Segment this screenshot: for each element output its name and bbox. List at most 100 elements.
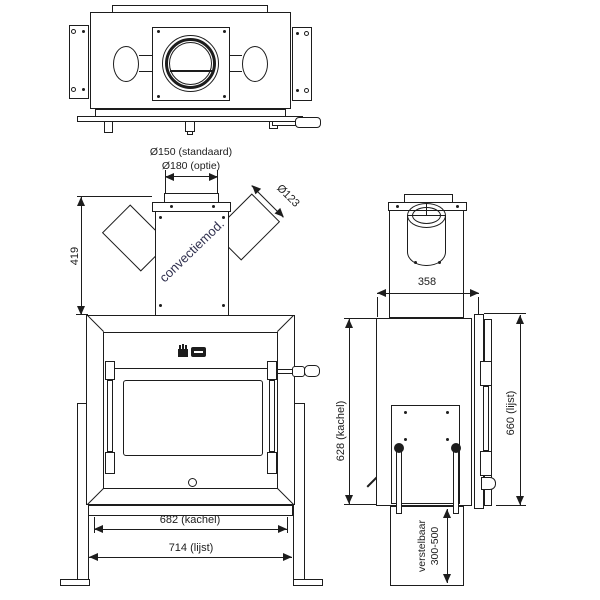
depth-label: 358 — [417, 276, 437, 288]
bolt-dot — [296, 32, 299, 35]
left-hinge-strip — [107, 380, 113, 452]
bolt-dot — [446, 411, 449, 414]
logo-wordmark-slot — [194, 351, 203, 353]
bolt-dot — [159, 216, 162, 219]
bolt-dot — [404, 411, 407, 414]
duct-line — [139, 71, 152, 72]
right-hinge-lower — [267, 452, 277, 474]
duct-line — [230, 55, 242, 56]
bolt-hole — [71, 29, 76, 34]
bolt-dot — [170, 205, 173, 208]
pedestal-dim-line — [447, 509, 448, 583]
stove-height-label: 628 (kachel) — [335, 400, 347, 462]
extension-line — [165, 170, 166, 194]
pedestal-label: verstelbaar 300-500 — [416, 506, 442, 586]
side-hinge-strip — [483, 386, 489, 451]
dim-arrow — [283, 553, 292, 561]
side-handle-hub — [481, 477, 496, 490]
bolt-dot — [222, 216, 225, 219]
flue-opening-outer-ring — [162, 35, 219, 92]
bolt-dot — [223, 30, 226, 33]
brand-logo — [177, 344, 207, 358]
damper-handle-rod — [272, 121, 296, 126]
extension-line — [478, 297, 479, 314]
frame-inner — [103, 332, 278, 489]
dim-arrow — [345, 319, 353, 328]
side-mounting-plate — [391, 405, 460, 504]
extension-line — [377, 297, 378, 317]
bolt-dot — [82, 30, 85, 33]
module-height-label: 419 — [69, 246, 81, 266]
foot — [104, 121, 113, 133]
bolt-dot — [438, 261, 441, 264]
foot-nub — [187, 131, 193, 135]
dim-arrow — [443, 574, 451, 583]
extension-line — [344, 504, 390, 505]
right-foot — [293, 579, 323, 586]
right-hinge-upper — [267, 361, 277, 380]
logo-flame-icon — [182, 344, 184, 349]
bolt-dot — [446, 438, 449, 441]
bolt-dot — [456, 205, 459, 208]
stove-bottom-strip — [88, 505, 293, 516]
pedestal-label-line1: verstelbaar — [416, 520, 428, 572]
bolt-dot — [212, 205, 215, 208]
door-window — [123, 380, 263, 456]
logo-flame-icon — [185, 345, 187, 349]
pedestal-label-line2: 300-500 — [429, 526, 441, 566]
door-top-rail-line — [114, 368, 269, 370]
bolt-hole — [71, 87, 76, 92]
bolt-hole — [304, 31, 309, 36]
logo-flame-icon — [178, 349, 188, 357]
flue-opening-inner-ring — [169, 42, 212, 85]
rod-knob — [451, 443, 461, 453]
flue-opening-ring — [165, 38, 216, 89]
bolt-hole — [304, 88, 309, 93]
module-height-dim-line — [81, 197, 82, 315]
depth-dim-line — [377, 293, 479, 294]
dim-arrow — [278, 525, 287, 533]
left-foot — [60, 579, 90, 586]
door-handle-grip — [304, 365, 320, 377]
bolt-dot — [396, 205, 399, 208]
adjustment-rod — [453, 448, 459, 514]
left-mounting-bracket — [69, 25, 89, 99]
extension-line — [344, 318, 376, 319]
frame-height-label: 660 (lijst) — [505, 390, 517, 436]
right-duct-outlet — [242, 46, 268, 82]
extension-line — [77, 196, 152, 197]
dim-arrow — [165, 173, 174, 181]
left-duct-outlet — [113, 46, 139, 82]
dim-arrow — [516, 315, 524, 324]
flue-damper-line — [170, 70, 212, 72]
dim-arrow — [345, 495, 353, 504]
flue-pipe-opening — [407, 203, 446, 228]
pedestal — [390, 506, 464, 586]
dim-arrow — [77, 306, 85, 315]
dim-arrow — [89, 553, 98, 561]
convection-module-body — [155, 211, 229, 316]
dim-arrow — [443, 509, 451, 518]
extension-line — [217, 170, 218, 194]
frame-width-label: 714 (lijst) — [168, 542, 214, 554]
bolt-dot — [296, 89, 299, 92]
bolt-dot — [159, 304, 162, 307]
pipe-seam-line — [426, 204, 427, 216]
left-hinge-upper — [105, 361, 115, 380]
adjustment-rod — [396, 448, 402, 514]
right-mounting-bracket — [292, 27, 312, 101]
bolt-dot — [222, 304, 225, 307]
dim-arrow — [94, 525, 103, 533]
extension-line — [287, 517, 288, 533]
damper-handle-grip — [295, 117, 321, 128]
dim-arrow — [470, 289, 479, 297]
flue-standard-label: Ø150 (standaard) — [149, 146, 233, 158]
left-hinge-lower — [105, 452, 115, 474]
right-hinge-strip — [269, 380, 275, 452]
bolt-dot — [404, 438, 407, 441]
air-control-knob — [188, 478, 197, 487]
flue-dim-line — [165, 176, 218, 177]
dim-arrow — [516, 496, 524, 505]
extension-line — [496, 505, 526, 506]
logo-flame-icon — [179, 345, 181, 349]
